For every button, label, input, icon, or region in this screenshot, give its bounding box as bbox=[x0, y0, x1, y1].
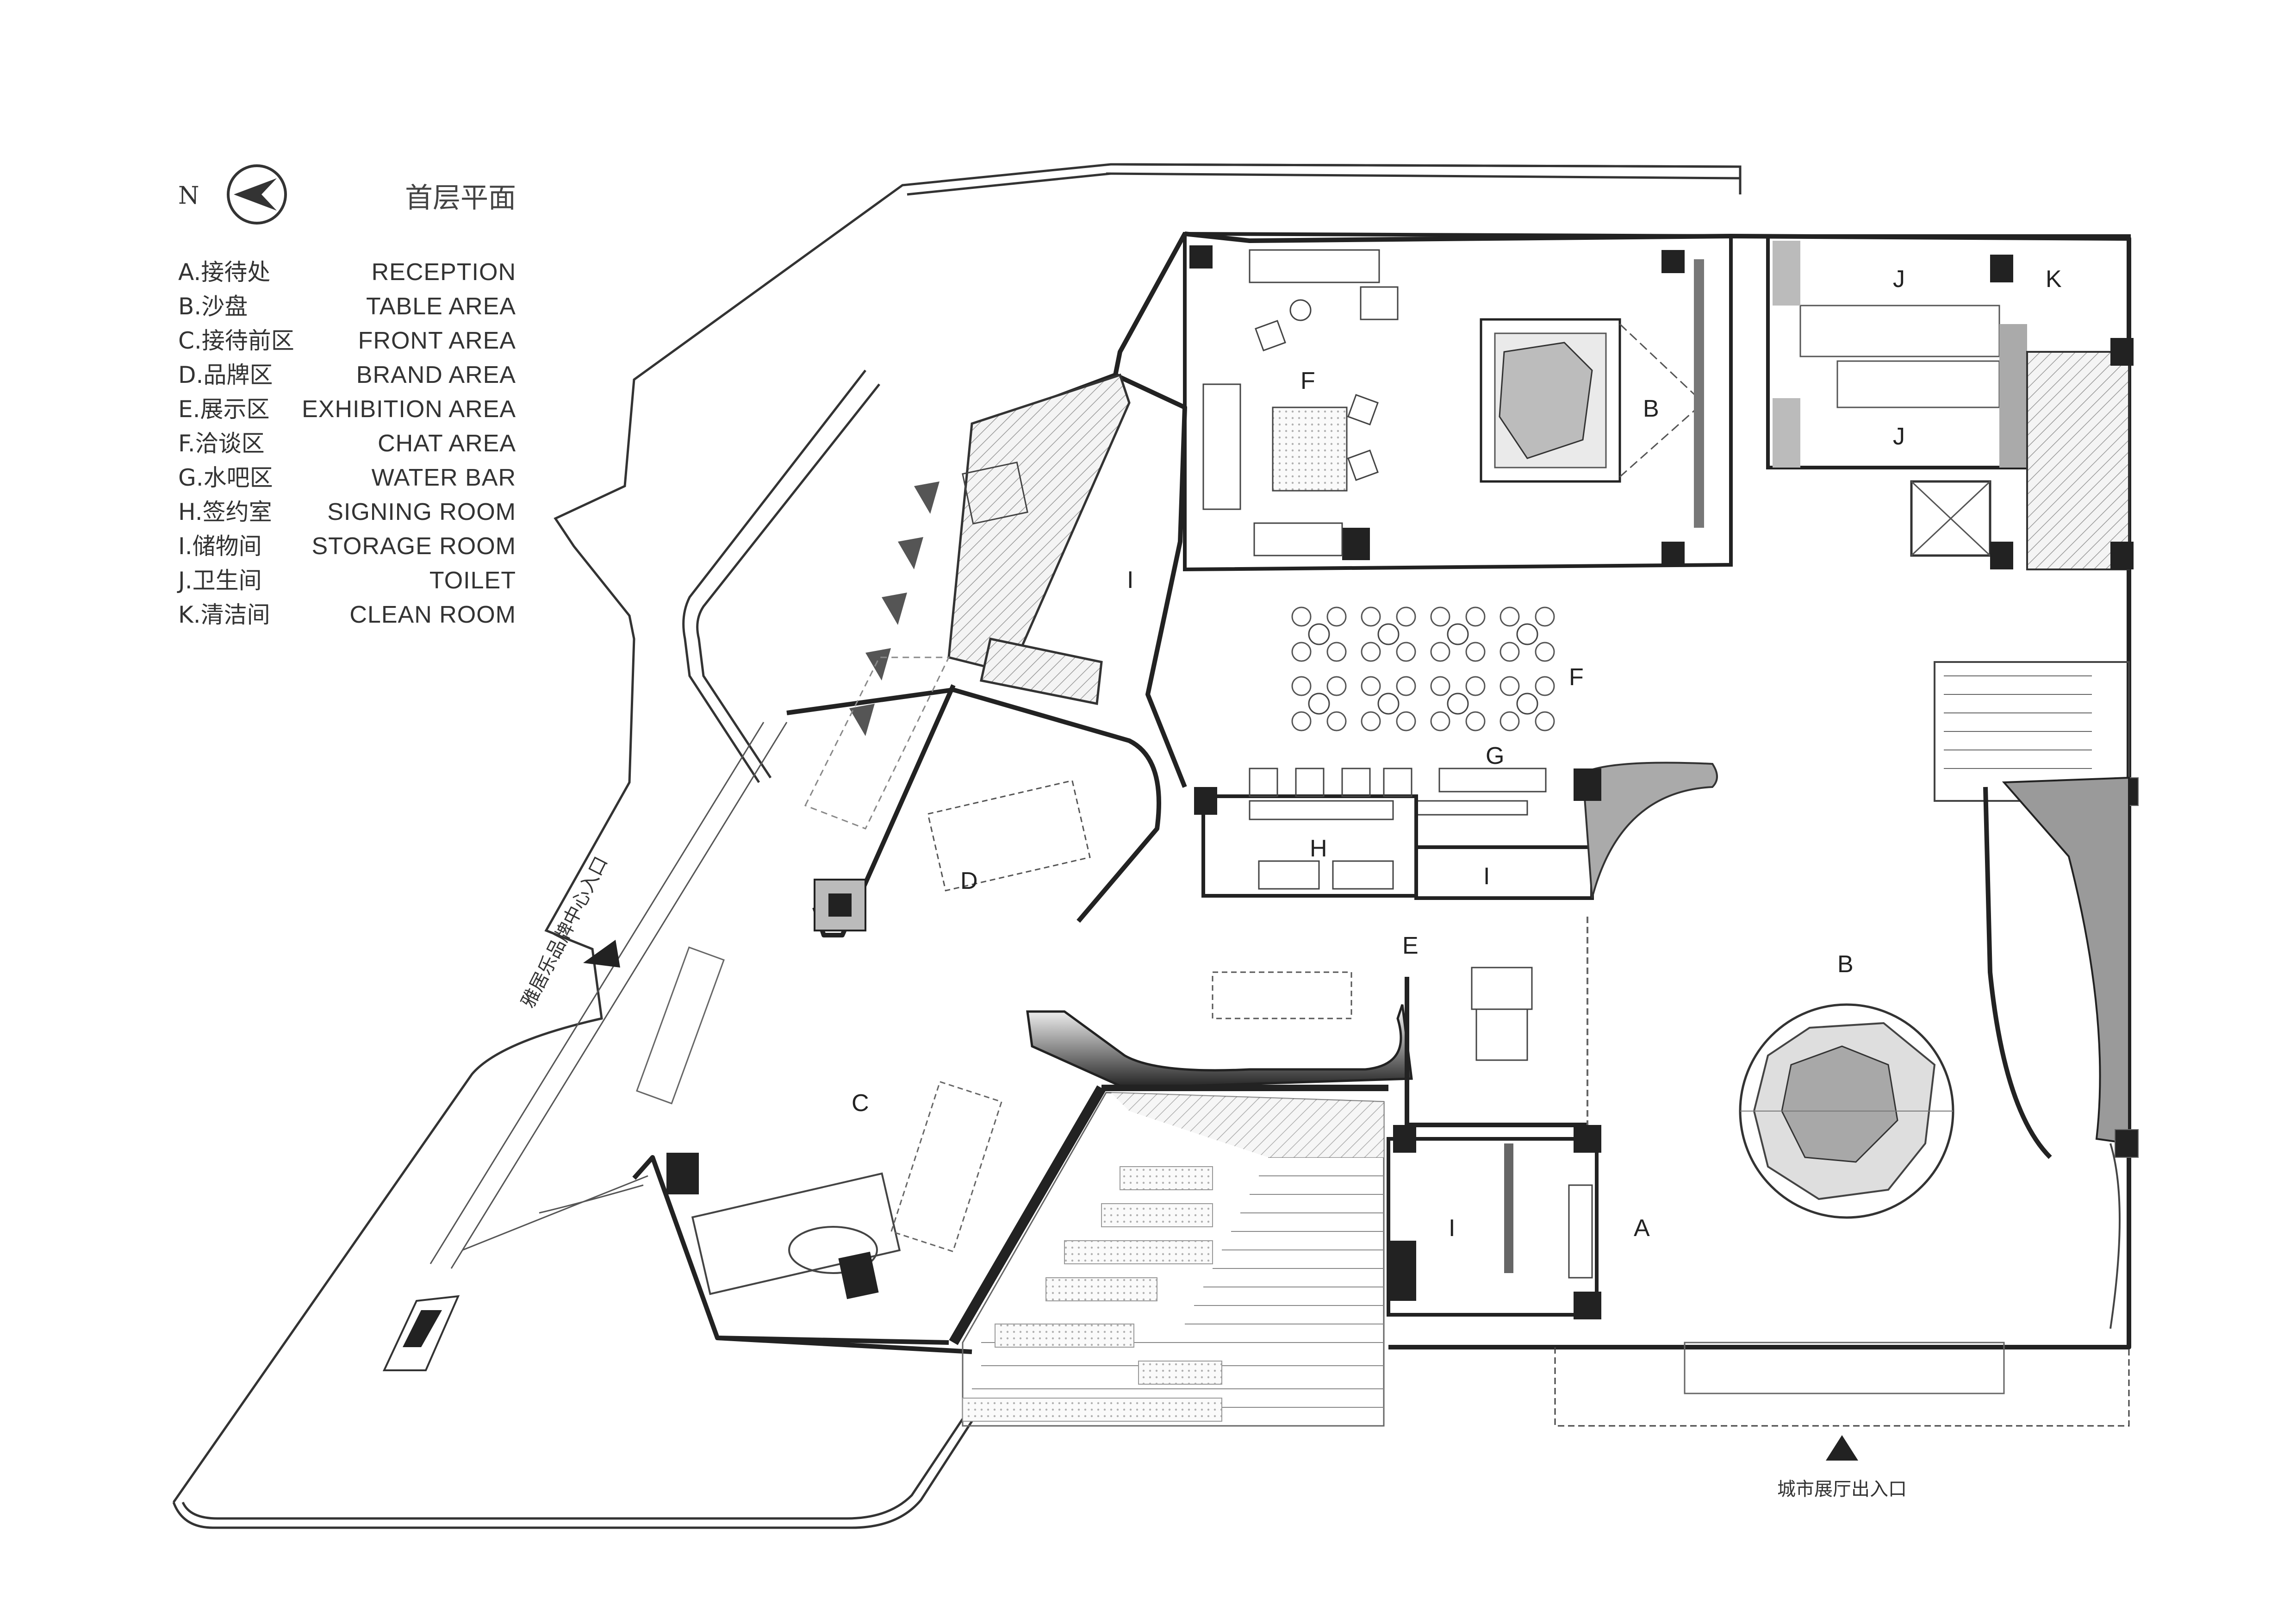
label-g: G bbox=[1486, 743, 1504, 769]
sand-table-round bbox=[1739, 1003, 1954, 1219]
storage-room-lower bbox=[1387, 1137, 1601, 1319]
legend-item-en: EXHIBITION AREA bbox=[302, 396, 516, 423]
label-i-mid: I bbox=[1483, 863, 1490, 890]
label-i-low: I bbox=[1449, 1215, 1455, 1242]
legend-item-en: RECEPTION bbox=[372, 259, 516, 286]
label-d: D bbox=[960, 868, 978, 894]
legend-item-zh: B.沙盘 bbox=[178, 293, 248, 320]
entrance-city-label: 城市展厅出入口 bbox=[1777, 1479, 1907, 1500]
label-b-upper: B bbox=[1643, 395, 1659, 422]
legend-item-zh: G.水吧区 bbox=[178, 464, 273, 491]
brand-wing bbox=[804, 373, 1131, 931]
chat-area-upper bbox=[1183, 231, 1733, 572]
plan-title: 首层平面 bbox=[405, 182, 516, 214]
entrance-city-hall: 城市展厅出入口 bbox=[1777, 1435, 1907, 1500]
chat-area-tables bbox=[1291, 606, 1555, 731]
site-diagonal bbox=[429, 722, 788, 1269]
north-label: N bbox=[178, 182, 199, 210]
legend-item-zh: F.洽谈区 bbox=[178, 430, 265, 457]
legend-item-zh: A.接待处 bbox=[178, 259, 270, 286]
exhibition-area bbox=[1393, 917, 1601, 1153]
legend-item-zh: E.展示区 bbox=[178, 396, 270, 423]
legend-item-en: BRAND AREA bbox=[356, 362, 516, 388]
legend-item-zh: J.卫生间 bbox=[177, 567, 262, 594]
legend-item-en: SIGNING ROOM bbox=[327, 499, 516, 525]
signing-room bbox=[1194, 768, 1418, 898]
table-set bbox=[1291, 676, 1347, 731]
legend-item-en: STORAGE ROOM bbox=[311, 533, 516, 560]
toilet-wing bbox=[1766, 234, 2134, 570]
planter bbox=[382, 1295, 460, 1371]
legend: A.接待处 RECEPTION B.沙盘 TABLE AREA C.接待前区 FRONT … bbox=[177, 259, 516, 628]
label-f-upper: F bbox=[1300, 368, 1315, 394]
c-area-features bbox=[636, 946, 1002, 1299]
entrance-brand-center: 雅居乐品牌中心入口 bbox=[517, 853, 620, 1012]
legend-item-en: FRONT AREA bbox=[358, 327, 516, 354]
legend-item-zh: I.储物间 bbox=[178, 533, 262, 560]
label-e: E bbox=[1402, 932, 1419, 959]
water-bar bbox=[1415, 768, 1547, 816]
legend-item-zh: C.接待前区 bbox=[178, 327, 294, 354]
legend-item-en: TABLE AREA bbox=[366, 293, 516, 320]
table-set bbox=[1430, 606, 1486, 662]
table-set bbox=[1361, 676, 1416, 731]
legend-item-en: WATER BAR bbox=[372, 464, 516, 491]
legend-item-en: TOILET bbox=[429, 567, 516, 594]
label-f-lower: F bbox=[1569, 664, 1584, 691]
label-b-lower: B bbox=[1837, 951, 1854, 978]
table-set bbox=[1500, 606, 1555, 662]
label-c: C bbox=[852, 1090, 869, 1117]
exhibition-wall bbox=[949, 1004, 1413, 1345]
label-j-lower: J bbox=[1893, 423, 1905, 450]
label-k: K bbox=[2046, 266, 2062, 293]
label-a: A bbox=[1634, 1215, 1650, 1242]
label-j-upper: J bbox=[1893, 266, 1905, 293]
staircase bbox=[962, 1092, 1385, 1427]
right-stair bbox=[1934, 661, 2139, 1159]
d-area-features bbox=[927, 780, 1352, 1019]
legend-item-zh: K.清洁间 bbox=[178, 601, 270, 628]
label-i-top: I bbox=[1127, 567, 1133, 593]
table-set bbox=[1361, 606, 1416, 662]
building-walls bbox=[632, 231, 2131, 1354]
north-arrow: N bbox=[178, 164, 287, 225]
legend-item-zh: D.品牌区 bbox=[178, 362, 273, 388]
site-boundary bbox=[172, 163, 1742, 1529]
table-set bbox=[1430, 676, 1486, 731]
storage-room-mid bbox=[1414, 762, 1718, 900]
table-set bbox=[1291, 606, 1347, 662]
legend-item-en: CHAT AREA bbox=[378, 430, 516, 457]
legend-item-en: CLEAN ROOM bbox=[349, 601, 516, 628]
table-set bbox=[1500, 676, 1555, 731]
label-h: H bbox=[1310, 835, 1327, 862]
room-labels: A B B C D E F F G H I I I J J K bbox=[852, 266, 2062, 1242]
reception-facade bbox=[1554, 1143, 2130, 1427]
legend-item-zh: H.签约室 bbox=[178, 499, 272, 525]
